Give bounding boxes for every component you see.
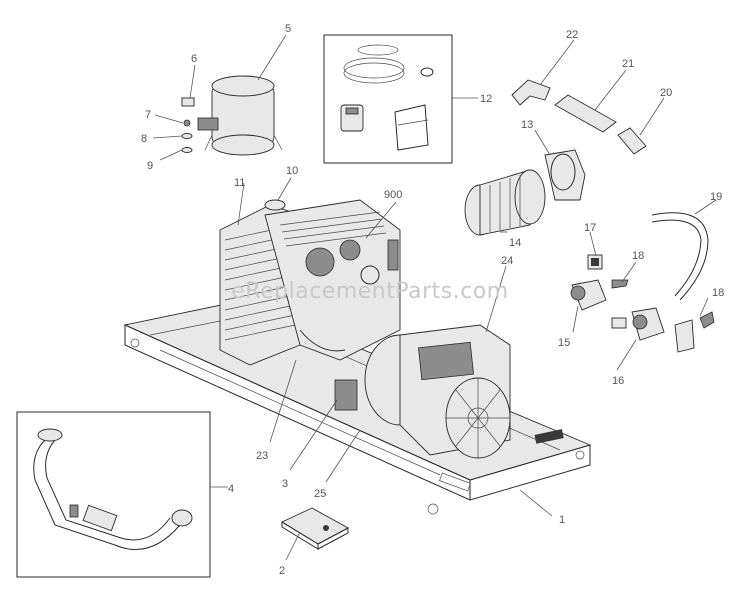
- callout-21: 21: [622, 58, 634, 70]
- intake-hoses: [511, 79, 647, 155]
- muffler-hardware: [181, 97, 195, 153]
- callout-labels: 1 2 3 4 5 6 7 8 9 10 11 12 13 14 15 16 1…: [141, 23, 724, 577]
- callout-23: 23: [256, 450, 268, 462]
- callout-25: 25: [314, 488, 326, 500]
- callout-20: 20: [660, 87, 672, 99]
- callout-1: 1: [559, 514, 565, 526]
- callout-2: 2: [279, 565, 285, 577]
- callout-16: 16: [612, 375, 624, 387]
- watermark-text: eReplacementParts.com: [231, 279, 508, 304]
- fuel-regulators: [570, 212, 715, 353]
- callout-9: 9: [147, 160, 153, 172]
- callout-17: 17: [584, 222, 596, 234]
- parts-kit-box: [323, 34, 453, 164]
- callout-12: 12: [480, 93, 492, 105]
- callout-5: 5: [285, 23, 291, 35]
- engine-block: [264, 199, 401, 411]
- callout-8: 8: [141, 133, 147, 145]
- callout-15: 15: [558, 337, 570, 349]
- generator-end: [364, 324, 511, 459]
- callout-18a: 18: [632, 250, 644, 262]
- callout-3: 3: [282, 478, 288, 490]
- callout-13: 13: [521, 119, 533, 131]
- leader-lines: [152, 34, 717, 561]
- callout-10: 10: [286, 165, 298, 177]
- callout-14: 14: [509, 237, 521, 249]
- callout-6: 6: [191, 53, 197, 65]
- callout-19: 19: [710, 191, 722, 203]
- callout-18b: 18: [712, 287, 724, 299]
- air-cleaner: [464, 149, 586, 236]
- callout-11: 11: [234, 177, 245, 189]
- callout-4: 4: [228, 483, 234, 495]
- callout-24: 24: [501, 255, 513, 267]
- callout-7: 7: [145, 109, 151, 121]
- callout-900: 900: [384, 189, 402, 201]
- callout-22: 22: [566, 29, 578, 41]
- muffler: [197, 75, 283, 156]
- exhaust-kit-box: [16, 411, 211, 578]
- drip-pan: [281, 507, 349, 550]
